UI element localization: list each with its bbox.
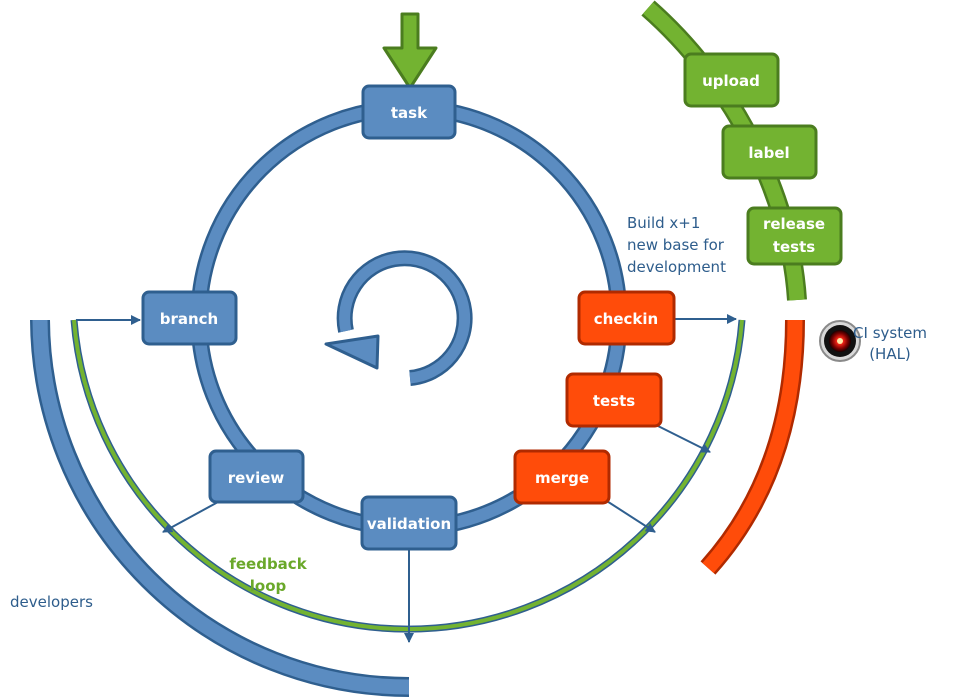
node-branch-label: branch	[160, 310, 219, 328]
arrow-tests-to-ci	[653, 423, 711, 453]
node-tests-label: tests	[593, 392, 635, 410]
node-tests: tests	[565, 372, 663, 428]
ci-system-label-line2: (HAL)	[869, 345, 911, 363]
node-task-label: task	[391, 104, 428, 122]
ci-system-arc	[700, 319, 805, 575]
node-merge: merge	[513, 449, 611, 505]
down-arrow-icon	[382, 12, 438, 90]
node-review: review	[208, 449, 305, 504]
node-upload: upload	[683, 52, 780, 108]
build-note-line1: Build x+1	[627, 214, 700, 232]
cycle-arrow-icon	[324, 250, 473, 386]
developers-label: developers	[10, 593, 93, 611]
feedback-loop-label-line2: loop	[250, 577, 287, 595]
hal-9000-eye-icon	[819, 320, 861, 362]
node-checkin-label: checkin	[594, 310, 658, 328]
node-upload-label: upload	[702, 72, 760, 90]
node-label-label: label	[748, 144, 789, 162]
node-merge-label: merge	[535, 469, 589, 487]
build-note-line2: new base for	[627, 236, 725, 254]
node-validation: validation	[360, 495, 458, 551]
node-release-tests-line2: tests	[773, 238, 815, 256]
node-label: label	[721, 124, 818, 180]
developers-arc	[30, 319, 410, 697]
node-release-tests-line1: release	[763, 215, 825, 233]
ci-system-label-line1: CI system	[853, 324, 927, 342]
node-task: task	[361, 84, 457, 140]
arrow-review-to-feedback	[162, 501, 219, 533]
build-note-line3: development	[627, 258, 726, 276]
node-validation-label: validation	[367, 515, 451, 533]
node-review-label: review	[228, 469, 285, 487]
node-release-tests: release tests	[746, 206, 843, 266]
feedback-loop-label-line1: feedback	[229, 555, 307, 573]
node-checkin: checkin	[577, 290, 676, 346]
node-branch: branch	[141, 290, 238, 346]
